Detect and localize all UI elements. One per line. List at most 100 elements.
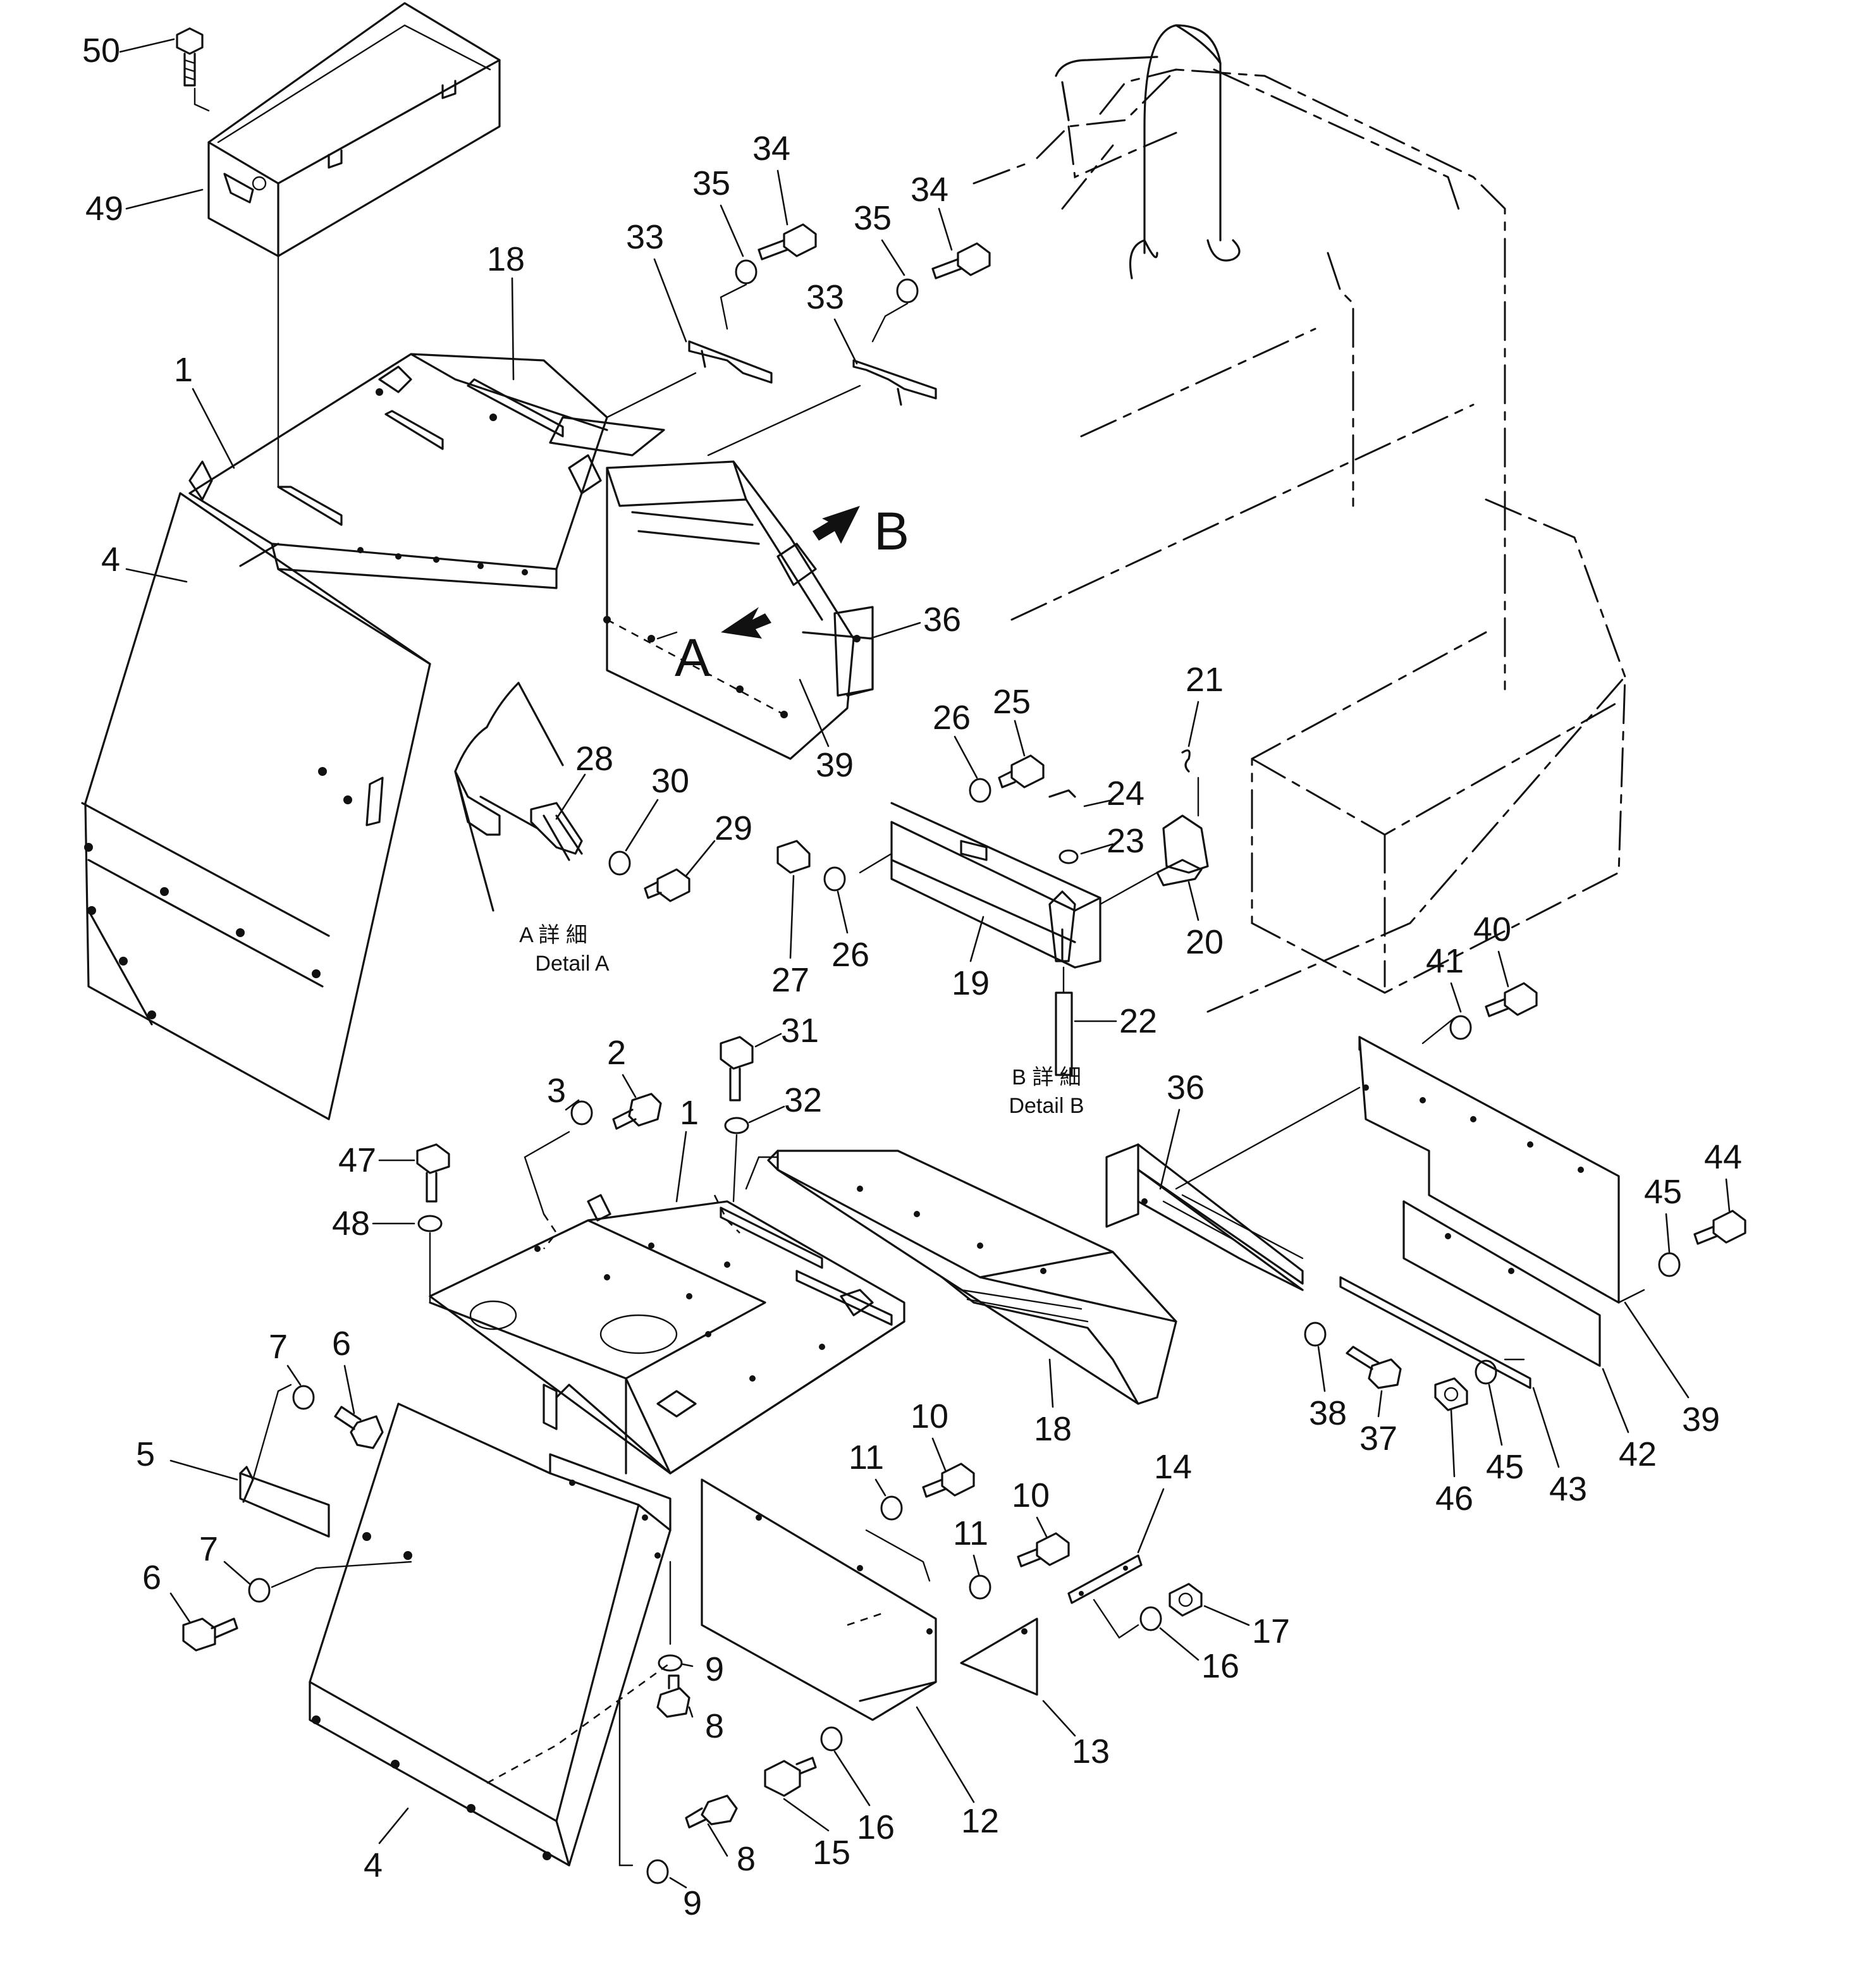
bolt-47 [416,1143,450,1203]
label-leader-14 [1137,1488,1165,1554]
part-label-23: 23 [1107,822,1144,860]
part-label-3: 3 [547,1072,566,1110]
label-leader-45 [1665,1213,1671,1253]
washer-35-a [735,259,758,285]
part-label-5: 5 [136,1435,155,1473]
bolt-15 [764,1757,817,1797]
part-label-8: 8 [705,1707,724,1745]
part-label-14: 14 [1154,1448,1192,1486]
label-leader-41 [1450,982,1462,1013]
part-label-9: 9 [705,1650,724,1688]
label-leader-17 [1203,1605,1250,1626]
part-label-18: 18 [1034,1410,1072,1448]
rear-plate-39 [1358,1036,1620,1304]
part-label-30: 30 [651,762,689,800]
label-leader-11 [972,1554,980,1576]
part-label-50: 50 [82,32,120,70]
plate-14 [1067,1554,1143,1604]
leader-line [656,631,678,640]
part-label-19: 19 [952,964,990,1002]
part-label-36: 36 [1167,1069,1205,1107]
label-leader-13 [1042,1700,1076,1737]
label-leader-8 [707,1823,728,1857]
rear-panel-lower [745,1150,1177,1405]
label-leader-1 [675,1131,687,1203]
leader-line [732,1134,738,1203]
washer-38 [1304,1322,1327,1347]
label-leader-3 [565,1099,580,1111]
side-cover-lower [309,1402,672,1867]
washer-35-b [896,278,919,304]
washer-11-a [880,1495,903,1521]
washer-16-a [1139,1606,1162,1631]
leader-line [871,302,909,343]
part-label-11: 11 [849,1439,884,1476]
hidden-edge [847,1611,886,1626]
part-label-33: 33 [806,278,844,316]
label-leader-9 [682,1663,694,1667]
label-leader-45 [1488,1384,1503,1446]
floor-plate-upper [188,353,608,589]
part-label-24: 24 [1107,775,1144,813]
label-leader-10 [931,1437,947,1471]
label-leader-36 [1159,1108,1181,1190]
label-leader-10 [1036,1516,1048,1538]
part-label-4: 4 [101,541,120,579]
detail-letter-b: B [874,501,909,561]
part-label-15: 15 [813,1834,850,1872]
label-leader-35 [720,204,744,257]
bolt-34-a [758,223,817,261]
part-label-37: 37 [1359,1420,1397,1457]
washer-11-b [969,1574,991,1600]
part-label-26: 26 [831,936,869,974]
part-label-48: 48 [332,1205,370,1242]
label-leader-34 [938,207,953,251]
label-leader-7 [223,1561,251,1585]
hidden-edge [713,1194,740,1234]
part-label-4: 4 [364,1846,383,1884]
floor-plate-lower [429,1194,905,1475]
washer-41 [1449,1015,1472,1040]
label-leader-29 [685,840,716,877]
leader-line [618,1700,634,1867]
label-leader-11 [874,1478,887,1497]
label-leader-49 [125,188,204,210]
detail-a-caption-en: Detail A [535,952,609,976]
label-leader-21 [1187,701,1199,747]
part-label-46: 46 [1435,1480,1473,1518]
label-leader-35 [881,239,905,276]
part-label-33: 33 [626,218,664,256]
bolt-40 [1485,982,1538,1017]
label-leader-15 [783,1798,830,1832]
label-leader-50 [119,38,175,53]
part-label-44: 44 [1704,1138,1742,1176]
label-leader-30 [625,799,659,852]
part-label-39: 39 [816,746,854,784]
washer-45-a [1658,1252,1681,1277]
bolt-34-b [931,242,991,279]
label-leader-37 [1377,1390,1383,1418]
bolt-6-a [334,1406,384,1449]
part-label-29: 29 [715,809,752,847]
part-label-10: 10 [911,1397,948,1435]
part-label-36: 36 [923,601,961,639]
part-label-42: 42 [1619,1435,1657,1473]
bolt-10-a [922,1463,975,1498]
part-label-7: 7 [199,1530,218,1568]
bolt-31 [720,1036,754,1101]
label-leader-33 [833,318,858,365]
detail-a-caption-jp: A 詳 細 [519,923,587,947]
part-label-17: 17 [1252,1612,1290,1650]
leader-line [524,1131,570,1215]
part-label-28: 28 [575,740,613,778]
leader-line [707,384,861,457]
panel-42 [1402,1200,1601,1367]
part-label-43: 43 [1549,1470,1587,1508]
bolt-50 [176,27,210,112]
part-label-34: 34 [752,130,790,168]
label-leader-18 [511,277,515,381]
bracket-36-upper [833,606,874,697]
detail-b-caption-en: Detail B [1009,1094,1084,1118]
arrow-a [721,607,771,639]
